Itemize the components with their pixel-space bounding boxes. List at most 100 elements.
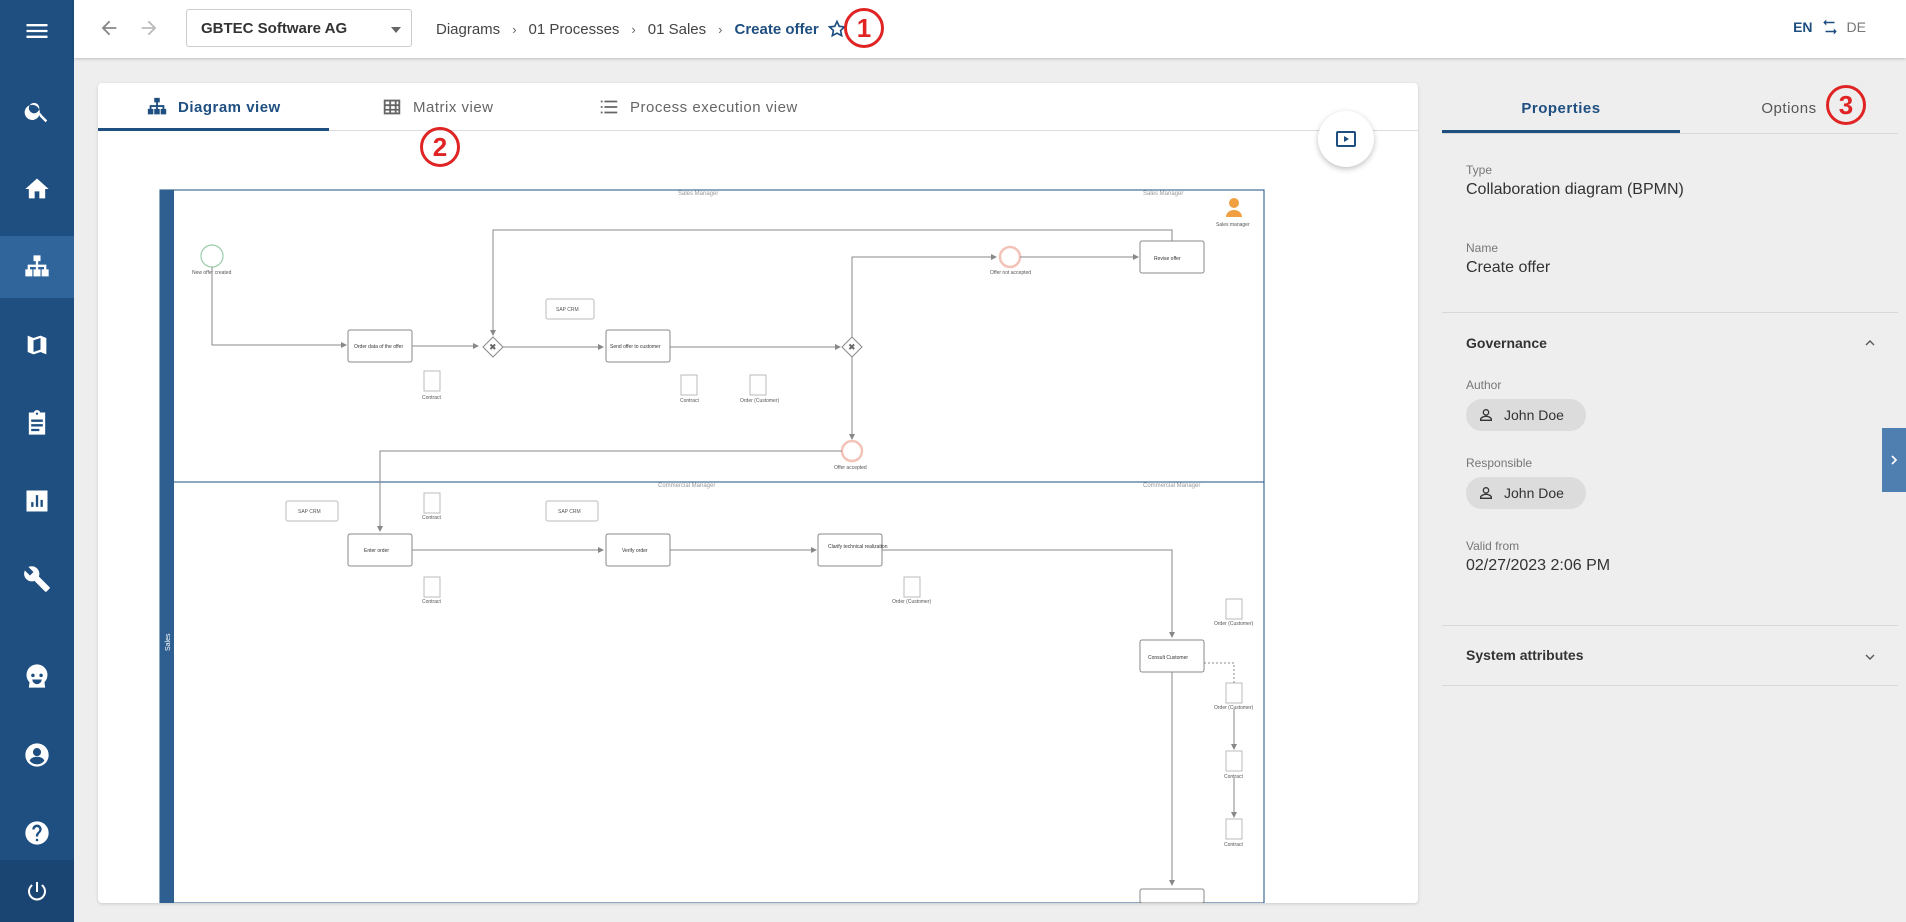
language-en[interactable]: EN <box>1793 19 1813 35</box>
tab-diagram-label: Diagram view <box>178 98 281 116</box>
pool-label: Sales <box>165 633 172 651</box>
tab-execution-label: Process execution view <box>630 98 798 116</box>
presentation-play-button[interactable] <box>1318 111 1374 167</box>
help-icon[interactable] <box>0 802 74 864</box>
system-sap-crm-3[interactable] <box>545 500 599 522</box>
task-order-data-label: Order data of the offer <box>354 344 403 350</box>
list-icon <box>600 100 618 114</box>
tab-matrix-view[interactable]: Matrix view <box>381 83 494 131</box>
slideshow-play-icon <box>1336 131 1356 147</box>
forward-arrow-icon[interactable] <box>134 14 164 42</box>
divider <box>1442 312 1898 313</box>
system-sap-crm-3-label: SAP CRM <box>558 509 581 515</box>
system-sap-crm-2[interactable] <box>285 500 339 522</box>
doc-contract-4-label: Contract <box>422 599 442 605</box>
start-event[interactable] <box>200 244 224 268</box>
author-label: Author <box>1466 378 1502 392</box>
doc-contract-2[interactable] <box>680 374 698 396</box>
name-value: Create offer <box>1466 259 1551 276</box>
doc-order-customer-3[interactable] <box>1225 598 1243 620</box>
menu-icon[interactable] <box>0 0 74 62</box>
annotation-marker-3: 3 <box>1826 85 1866 125</box>
person-icon <box>1480 408 1492 421</box>
system-sap-crm-2-label: SAP CRM <box>298 509 321 515</box>
doc-order-customer-3-label: Order (Customer) <box>1214 621 1254 627</box>
doc-contract-6[interactable] <box>1225 818 1243 840</box>
gateway-1[interactable] <box>482 336 504 358</box>
divider <box>1442 625 1898 626</box>
task-clarify-technical[interactable] <box>817 533 883 567</box>
wrench-icon[interactable] <box>0 548 74 610</box>
company-select-value: GBTEC Software AG <box>201 20 348 37</box>
breadcrumb-current: Create offer <box>734 20 819 38</box>
doc-contract-6-label: Contract <box>1224 842 1244 848</box>
task-consult-label: Consult Customer <box>1148 655 1188 661</box>
governance-title[interactable]: Governance <box>1466 335 1547 351</box>
account-icon[interactable] <box>0 724 74 786</box>
responsible-label: Responsible <box>1466 456 1533 470</box>
company-select[interactable]: GBTEC Software AG <box>186 9 412 47</box>
active-tab-indicator <box>1442 130 1680 133</box>
tab-matrix-label: Matrix view <box>413 98 494 116</box>
language-switch[interactable]: EN DE <box>1793 18 1866 36</box>
divider <box>1442 685 1898 686</box>
chevron-up-icon[interactable] <box>1862 335 1878 351</box>
logout-power-icon[interactable] <box>0 860 74 922</box>
chevron-down-icon[interactable] <box>1862 649 1878 665</box>
tab-diagram-view[interactable]: Diagram view <box>146 83 281 131</box>
valid-from-label: Valid from <box>1466 539 1520 553</box>
doc-contract-4[interactable] <box>423 576 441 598</box>
lane-label-top-right: Sales Manager <box>1143 191 1183 197</box>
annotation-marker-2: 2 <box>420 127 460 167</box>
system-sap-crm-1[interactable] <box>545 298 595 320</box>
doc-order-customer-1[interactable] <box>749 374 767 396</box>
doc-contract-1[interactable] <box>423 370 441 392</box>
doc-contract-2-label: Contract <box>680 398 700 404</box>
panel-toggle-handle[interactable] <box>1882 428 1906 492</box>
doc-contract-5[interactable] <box>1225 750 1243 772</box>
breadcrumb-sales[interactable]: 01 Sales <box>647 20 707 38</box>
favorite-star-icon[interactable] <box>827 19 847 39</box>
diagram-tree-icon[interactable] <box>0 236 74 298</box>
author-chip[interactable]: John Doe <box>1466 399 1586 431</box>
tab-process-execution-view[interactable]: Process execution view <box>598 83 798 131</box>
author-value: John Doe <box>1504 407 1564 423</box>
task-send-offer-label: Send offer to customer <box>610 344 661 350</box>
chevron-right-icon: › <box>718 21 723 37</box>
end-event-accepted[interactable] <box>840 439 864 463</box>
task-enter-order-label: Enter order <box>364 548 389 554</box>
assistant-robot-icon[interactable] <box>0 645 74 707</box>
pool-header-bar <box>160 190 174 903</box>
map-book-icon[interactable] <box>0 314 74 376</box>
swap-arrows-icon[interactable] <box>1821 18 1839 36</box>
bpmn-diagram[interactable]: Sales Manager Sales Manager Commercial M… <box>98 131 1418 903</box>
responsible-chip[interactable]: John Doe <box>1466 477 1586 509</box>
clipboard-icon[interactable] <box>0 392 74 454</box>
chevron-right-icon: › <box>631 21 636 37</box>
search-icon[interactable] <box>0 80 74 142</box>
task-next[interactable] <box>1139 888 1205 903</box>
doc-order-customer-2[interactable] <box>903 576 921 598</box>
properties-panel: Properties Options 3 Type Collaboration … <box>1442 83 1902 903</box>
tab-properties[interactable]: Properties <box>1521 99 1601 117</box>
language-de[interactable]: DE <box>1846 19 1866 35</box>
task-send-offer[interactable] <box>605 329 671 363</box>
doc-contract-3[interactable] <box>423 492 441 514</box>
home-icon[interactable] <box>0 158 74 220</box>
divider <box>1442 133 1898 134</box>
breadcrumb-diagrams[interactable]: Diagrams <box>436 20 501 38</box>
end-event-not-accepted[interactable] <box>998 245 1022 269</box>
doc-order-customer-1-label: Order (Customer) <box>740 398 780 404</box>
lane-label-bottom-right: Commercial Manager <box>1143 483 1200 489</box>
bar-chart-icon[interactable] <box>0 470 74 532</box>
diagram-panel: Diagram view Matrix view Process executi… <box>98 83 1418 903</box>
doc-order-customer-4[interactable] <box>1225 682 1243 704</box>
task-revise-offer-label: Revise offer <box>1154 256 1181 262</box>
valid-from-value: 02/27/2023 2:06 PM <box>1466 557 1611 574</box>
role-person-icon <box>1229 198 1239 208</box>
responsible-value: John Doe <box>1504 485 1564 501</box>
breadcrumb-processes[interactable]: 01 Processes <box>528 20 620 38</box>
tab-options[interactable]: Options <box>1761 99 1817 117</box>
back-arrow-icon[interactable] <box>94 14 124 42</box>
system-attributes-title[interactable]: System attributes <box>1466 647 1584 663</box>
